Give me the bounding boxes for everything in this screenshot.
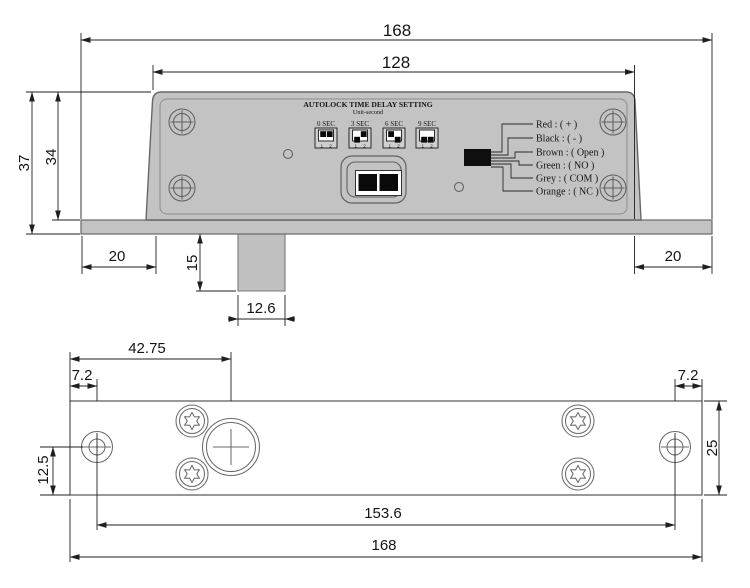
wire-label-green: Green : ( NO ) bbox=[536, 161, 594, 172]
dip-switch-bank: 0 SEC 1 2 3 SEC 1 2 6 SEC bbox=[314, 120, 439, 149]
phillips-screw-icon bbox=[168, 174, 196, 202]
dip-switch-label: 6 SEC bbox=[385, 120, 403, 128]
dim-bolt-throw: 15 bbox=[184, 255, 201, 272]
faceplate-outline bbox=[69, 400, 703, 496]
top-view-dimension-lines bbox=[26, 33, 713, 326]
switch1-up bbox=[320, 131, 326, 137]
phillips-screw-icon bbox=[599, 108, 627, 136]
front-elevation-view: AUTOLOCK TIME DELAY SETTING Unit-second … bbox=[16, 21, 713, 326]
pin-mark: 1 bbox=[422, 144, 425, 149]
switch2-up bbox=[360, 131, 367, 137]
pin-mark: 2 bbox=[430, 144, 433, 149]
center-connector bbox=[340, 155, 407, 204]
pilot-hole bbox=[453, 181, 465, 193]
mounting-flange bbox=[80, 219, 713, 235]
dim-overall-height: 37 bbox=[16, 155, 33, 172]
switch2-down bbox=[394, 136, 401, 143]
dim-body-height: 34 bbox=[43, 149, 60, 166]
wire-leader-lines bbox=[491, 123, 533, 192]
dim-hole-spacing: 153.6 bbox=[364, 505, 402, 522]
pin-mark: 2 bbox=[363, 144, 366, 149]
dip-switch-label: 3 SEC bbox=[351, 120, 369, 128]
pin-mark: 1 bbox=[321, 144, 324, 149]
dim-left-hole-inset: 7.2 bbox=[72, 367, 93, 384]
wire-label-red: Red : ( + ) bbox=[536, 120, 577, 131]
dim-bolt-center-from-left: 42.75 bbox=[128, 340, 166, 357]
dim-faceplate-width: 128 bbox=[382, 53, 410, 72]
pin-mark: 2 bbox=[329, 144, 332, 149]
dim-bolt-width: 12.6 bbox=[246, 300, 275, 317]
wire-label-orange: Orange : ( NC ) bbox=[536, 187, 599, 198]
dim-right-hole-inset: 7.2 bbox=[678, 367, 699, 384]
pin-mark: 1 bbox=[389, 144, 392, 149]
dip-switch-9sec: 9 SEC 1 2 bbox=[415, 120, 439, 149]
faceplate-inner-edge bbox=[159, 98, 628, 215]
panel-title: AUTOLOCK TIME DELAY SETTING bbox=[303, 100, 432, 109]
switch1-down bbox=[421, 136, 427, 143]
pin-mark: 1 bbox=[355, 144, 358, 149]
phillips-screw-icon bbox=[168, 108, 196, 136]
wire-label-brown: Brown : ( Open ) bbox=[536, 148, 604, 159]
lock-bolt bbox=[237, 234, 286, 292]
dip-switch-3sec: 3 SEC 1 2 bbox=[348, 120, 372, 149]
switch2-down bbox=[427, 136, 434, 143]
wire-connector-block bbox=[464, 149, 491, 166]
dip-switch-6sec: 6 SEC 1 2 bbox=[382, 120, 406, 149]
faceplate-plan-view: 42.75 7.2 7.2 12.5 25 153.6 168 bbox=[35, 340, 727, 562]
phillips-screw-icon bbox=[599, 174, 627, 202]
switch1-down bbox=[354, 136, 360, 143]
panel-unit-label: Unit-second bbox=[353, 109, 384, 116]
dim-plate-length: 168 bbox=[371, 537, 396, 554]
dim-right-flange: 20 bbox=[665, 248, 682, 265]
switch1-up bbox=[388, 131, 394, 137]
plan-view-dimension-lines bbox=[40, 352, 727, 562]
dim-overall-width: 168 bbox=[383, 21, 411, 40]
pilot-hole bbox=[282, 148, 294, 160]
dip-switch-label: 9 SEC bbox=[418, 120, 436, 128]
pin-mark: 2 bbox=[397, 144, 400, 149]
wire-label-black: Black : ( - ) bbox=[536, 134, 582, 145]
dim-hole-center-height: 12.5 bbox=[35, 455, 52, 484]
wire-label-grey: Grey : ( COM ) bbox=[536, 174, 598, 185]
dim-left-flange: 20 bbox=[109, 248, 126, 265]
dim-plate-depth: 25 bbox=[704, 440, 721, 457]
wiring-legend: Red : ( + ) Black : ( - ) Brown : ( Open… bbox=[464, 120, 604, 198]
dip-switch-0sec: 0 SEC 1 2 bbox=[314, 120, 338, 149]
switch2-up bbox=[326, 131, 333, 137]
dip-switch-label: 0 SEC bbox=[317, 120, 335, 128]
bolt-hole bbox=[201, 417, 261, 477]
